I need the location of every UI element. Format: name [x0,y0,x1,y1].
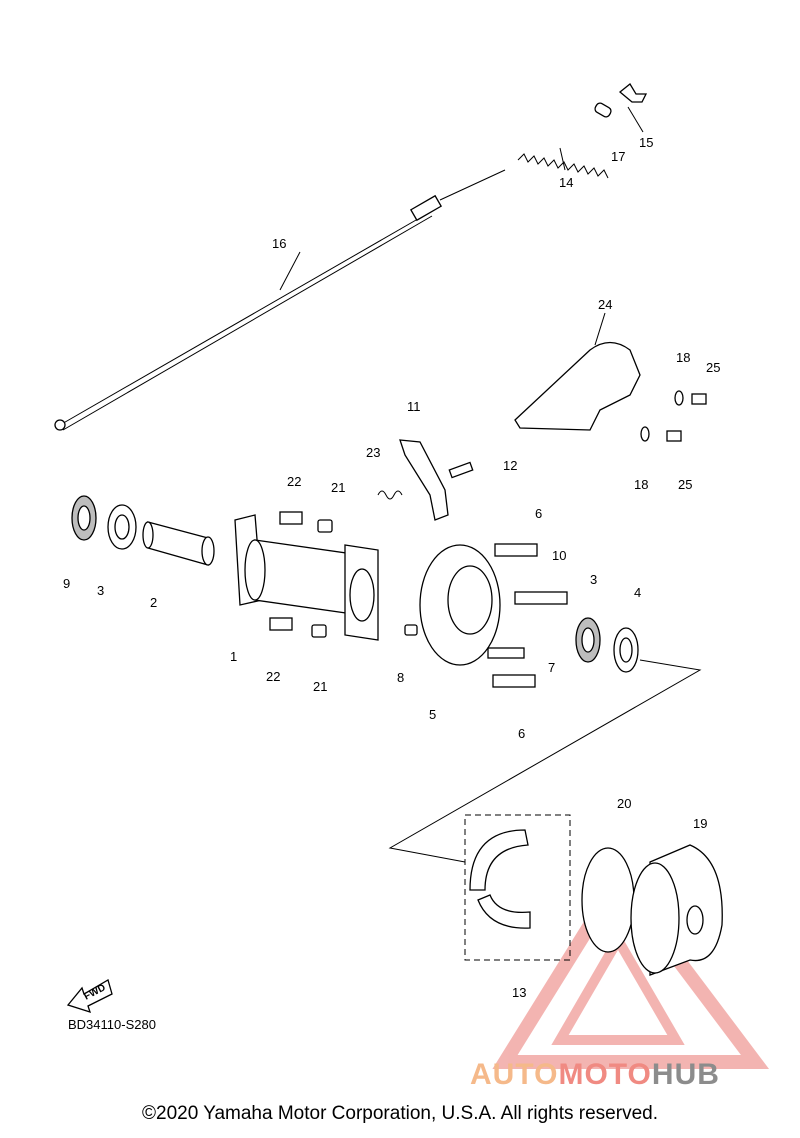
callout-18: 18 [634,477,648,492]
callout-7: 7 [548,660,555,675]
part-23-spring [377,490,403,500]
part-18-washer [640,426,650,442]
callout-6: 6 [535,506,542,521]
callout-17: 17 [611,149,625,164]
watermark-text: AUTOMOTOHUB [470,1058,720,1092]
part-7-pin [487,647,525,659]
fwd-arrow-icon [66,979,113,1014]
drawing-code: BD34110-S280 [68,1017,156,1032]
part-16-cable [54,169,506,431]
callout-22: 22 [266,669,280,684]
part-22-bolt [269,617,293,631]
callout-12: 12 [503,458,517,473]
callout-6: 6 [518,726,525,741]
part-10-cam [514,591,568,605]
part-25-bolt [691,393,707,405]
part-19-drum [630,844,723,976]
watermark-auto: AUTO [470,1058,559,1091]
callout-10: 10 [552,548,566,563]
part-22-bolt [279,511,303,525]
part-13-box [464,814,571,961]
part-12-bolt [448,461,474,479]
part-13-brake-shoe [477,894,531,929]
callout-2: 2 [150,595,157,610]
watermark-triangle [492,867,770,1069]
leader-lines [279,106,702,863]
callout-21: 21 [331,480,345,495]
part-20-ring [581,847,635,953]
callout-4: 4 [634,585,641,600]
callout-18: 18 [676,350,690,365]
callout-25: 25 [706,360,720,375]
callout-1: 1 [230,649,237,664]
callout-25: 25 [678,477,692,492]
callout-19: 19 [693,816,707,831]
callout-8: 8 [397,670,404,685]
callout-15: 15 [639,135,653,150]
callout-23: 23 [366,445,380,460]
part-6-bolt [494,543,538,557]
callout-9: 9 [63,576,70,591]
callout-13: 13 [512,985,526,1000]
copyright-footer: ©2020 Yamaha Motor Corporation, U.S.A. A… [142,1103,658,1124]
callout-5: 5 [429,707,436,722]
callout-24: 24 [598,297,612,312]
callout-3: 3 [590,572,597,587]
callout-3: 3 [97,583,104,598]
watermark-hub: HUB [651,1058,720,1091]
watermark-moto: MOTO [558,1058,652,1091]
part-8-nut [404,624,418,636]
callout-21: 21 [313,679,327,694]
callouts: 16 14 17 15 24 18 25 18 25 11 12 23 22 2… [63,135,720,1000]
part-24-cover [514,341,641,431]
part-15-wing-nut [618,83,648,103]
part-11-lever [399,439,449,521]
part-21-nut [311,624,327,638]
part-2-sleeve [147,521,209,566]
part-17-pin [594,102,612,118]
part-21-nut [317,519,333,533]
part-1-housing [234,514,379,641]
part-18-washer [674,390,684,406]
callout-14: 14 [559,175,573,190]
callout-22: 22 [287,474,301,489]
part-6-bolt [492,674,536,688]
callout-11: 11 [407,399,421,414]
part-5-backing-plate [419,544,501,666]
part-14-spring [517,153,609,179]
callout-16: 16 [272,236,286,251]
callout-20: 20 [617,796,631,811]
part-25-bolt [666,430,682,442]
part-13-brake-shoe [469,829,529,891]
